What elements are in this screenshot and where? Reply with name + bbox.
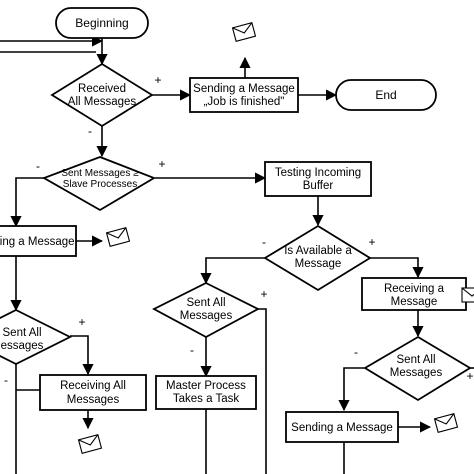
label-sending-job-1: Sending a Message [193, 83, 295, 95]
node-testing-buffer [264, 161, 372, 197]
label-sending-right: Sending a Message [291, 422, 393, 434]
branch-sentge-minus: - [36, 159, 40, 173]
arrow-sentge-no [10, 177, 44, 228]
branch-sentge-plus: + [158, 157, 165, 171]
label-testing-1: Testing Incoming [275, 167, 361, 179]
arrow-available-no [200, 257, 265, 285]
node-sent-all-right-decision [363, 335, 472, 402]
branch-sentall-right-minus: - [354, 345, 358, 359]
label-master-2: Takes a Task [173, 393, 240, 405]
envelope-icon-partial [461, 287, 474, 303]
label-available-1: Is Available a [284, 245, 352, 257]
label-beginning: Beginning [75, 16, 128, 30]
arrow-sentall-left-yes [70, 335, 94, 376]
node-sent-all-mid-decision [152, 281, 260, 339]
label-receiving-all-1: Receiving All [60, 380, 126, 392]
label-master-1: Master Process [166, 380, 246, 392]
arrow-available-yes [370, 257, 424, 279]
label-sent-all-mid-1: Sent All [187, 297, 226, 309]
node-master-task [155, 375, 257, 410]
label-sending-job-2: „Job is finished" [204, 96, 285, 108]
branch-received-minus: - [88, 124, 92, 138]
node-received-all-decision [50, 62, 154, 128]
branch-sentall-mid-minus: - [190, 343, 194, 357]
label-received-1: Received [78, 83, 126, 95]
arrow-sentall-right-no [338, 367, 365, 412]
node-receiving-right [361, 277, 467, 311]
node-end [335, 79, 437, 111]
branch-sentall-right-plus: + [466, 369, 473, 383]
label-receiving-all-2: Messages [67, 394, 120, 406]
node-sent-ge-slave-decision [41, 156, 157, 212]
node-beginning [55, 7, 149, 39]
label-available-2: Message [295, 258, 342, 270]
envelope-icon [231, 21, 257, 43]
connectors [0, 35, 474, 474]
envelope-icon [433, 412, 459, 434]
label-sent-all-left-1: Sent All [3, 327, 42, 339]
branch-sentall-mid-plus: + [260, 287, 267, 301]
node-receiving-left [0, 225, 77, 257]
node-sent-all-left-decision [0, 308, 73, 366]
label-testing-2: Buffer [303, 180, 334, 192]
node-is-available-decision [263, 224, 372, 292]
branch-available-minus: - [262, 235, 266, 249]
node-sending-right [285, 411, 399, 443]
label-end: End [375, 88, 396, 102]
label-receiving-right-2: Message [391, 296, 438, 308]
node-receiving-all [39, 374, 147, 411]
branch-sentall-left-minus: - [4, 373, 8, 387]
envelope-icon [77, 433, 103, 455]
branch-received-plus: + [154, 73, 161, 87]
label-sent-all-right-2: Messages [390, 367, 443, 379]
label-sent-ge-1: Sent Messages ≥ [61, 168, 139, 179]
label-sent-all-right-1: Sent All [397, 354, 436, 366]
label-sent-ge-2: Slave Processes [63, 179, 137, 190]
branch-available-plus: + [368, 235, 375, 249]
envelope-icon [105, 226, 131, 248]
label-sent-all-mid-2: Messages [180, 310, 233, 322]
branch-sentall-left-plus: + [78, 315, 85, 329]
node-sending-job-finished [189, 77, 299, 113]
label-receiving-right-1: Receiving a [384, 283, 445, 295]
label-sent-all-left-2: essages [1, 340, 44, 352]
label-receiving-left: iving a Message [0, 236, 75, 248]
label-received-2: All Messages [68, 96, 137, 108]
arrow-sentall-mid-yes [258, 308, 267, 474]
